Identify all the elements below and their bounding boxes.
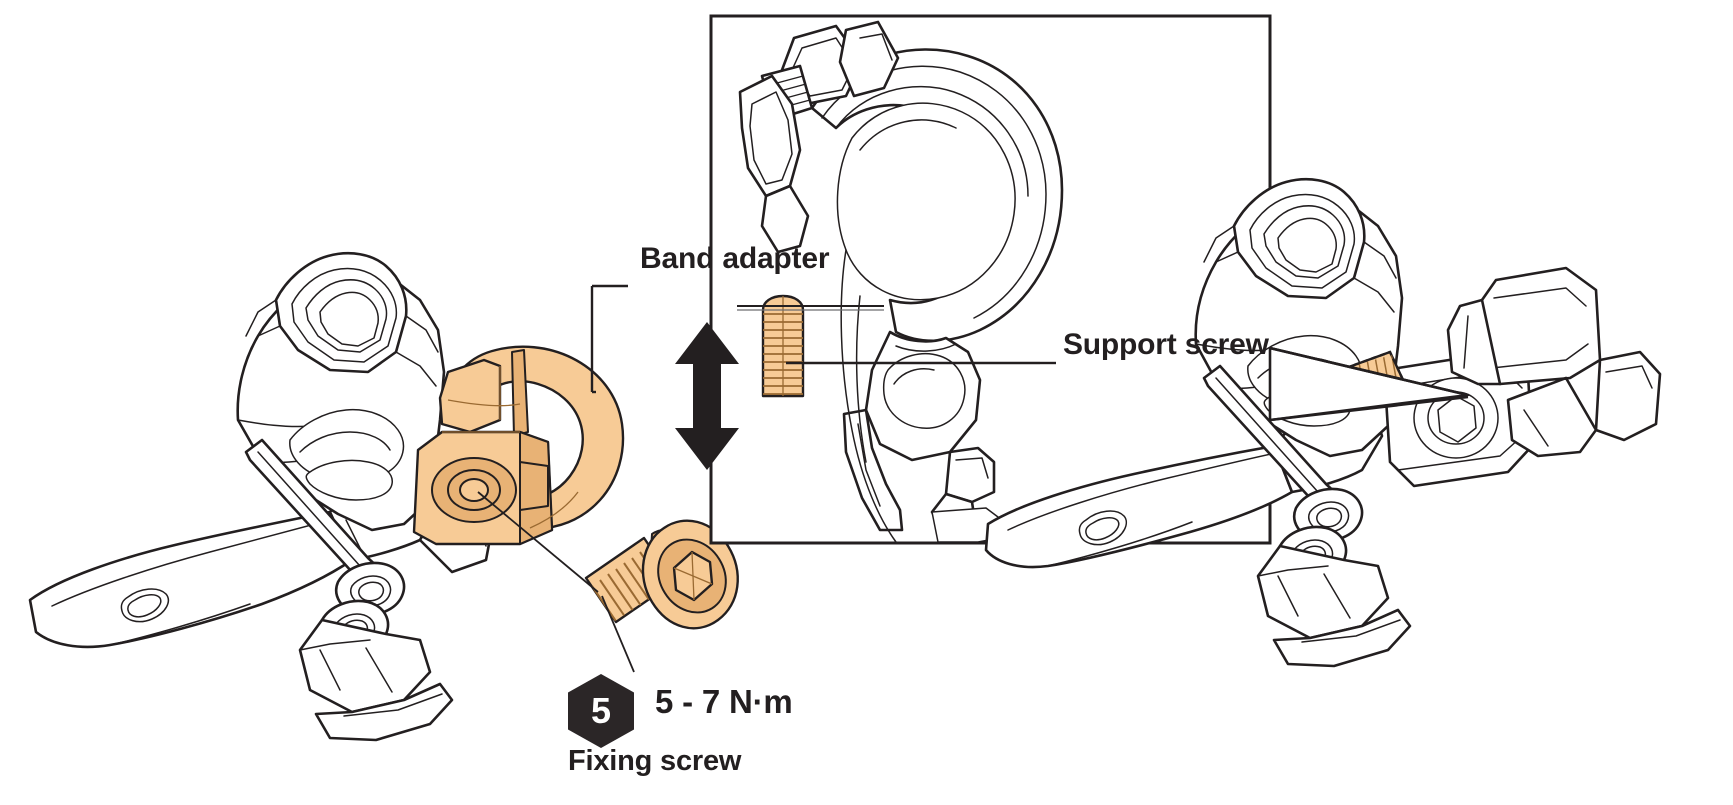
fixing-screw-part xyxy=(584,519,739,630)
inset-connector-wedge xyxy=(1268,346,1470,422)
step-number: 5 xyxy=(590,690,612,731)
right-derailleur-body xyxy=(984,178,1662,668)
up-down-arrow xyxy=(675,322,739,470)
label-support-screw: Support screw xyxy=(1063,328,1269,361)
left-derailleur-body xyxy=(28,252,494,742)
label-fixing-screw: Fixing screw xyxy=(568,745,742,777)
band-adapter-part xyxy=(412,345,625,546)
step-badge: 5 xyxy=(566,673,636,749)
inset-band-clamp-detail xyxy=(675,20,1064,543)
leader-fixing-screw-to-badge xyxy=(601,595,635,673)
label-band-adapter: Band adapter xyxy=(640,242,830,275)
leader-fixing-screw xyxy=(477,491,599,593)
inset-support-screw xyxy=(761,294,805,398)
label-torque-value: 5 - 7 N·m xyxy=(655,683,793,720)
hexagon-icon xyxy=(568,674,634,748)
